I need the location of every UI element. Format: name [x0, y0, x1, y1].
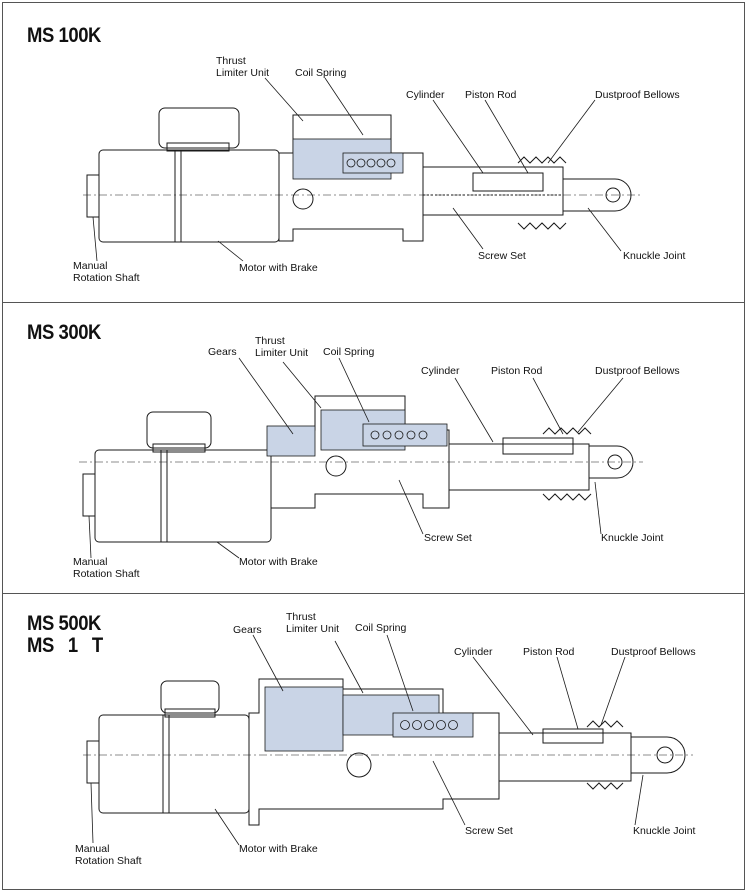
motor-body — [98, 714, 250, 814]
gears-section — [264, 686, 344, 752]
label-piston-rod: Piston Rod — [491, 365, 543, 377]
motor-body — [94, 449, 272, 543]
label-motor-brake: Motor with Brake — [239, 843, 318, 855]
manual-shaft — [86, 740, 100, 784]
housing — [248, 678, 500, 826]
gear-circle — [346, 752, 372, 778]
knuckle-joint — [630, 736, 686, 774]
label-thrust-limiter-line1: Thrust — [286, 611, 316, 623]
label-motor-brake: Motor with Brake — [239, 262, 318, 274]
panel-ms100k: MS 100K — [3, 3, 744, 301]
label-thrust-limiter: Thrust Limiter Unit — [255, 335, 308, 359]
label-thrust-limiter-line2: Limiter Unit — [286, 623, 340, 635]
housing — [278, 114, 424, 242]
label-knuckle-joint: Knuckle Joint — [601, 532, 664, 544]
gear-circle — [292, 188, 314, 210]
label-knuckle-joint: Knuckle Joint — [623, 250, 686, 262]
brake-housing — [160, 680, 220, 714]
label-cylinder: Cylinder — [421, 365, 460, 377]
brake-housing — [158, 107, 240, 149]
panel-ms300k: MS 300K — [3, 304, 744, 592]
manual-shaft — [86, 174, 100, 218]
label-manual-rotation-line2: Rotation Shaft — [73, 568, 140, 580]
motor-body — [98, 149, 280, 243]
piston-rod — [502, 437, 574, 455]
label-thrust-limiter-line2: Limiter Unit — [216, 67, 270, 79]
brake-base — [166, 142, 230, 152]
label-gears: Gears — [233, 624, 262, 636]
coil-spring-section — [362, 423, 448, 447]
bellows-bottom — [517, 222, 567, 230]
model-line-2: MS 1 T — [27, 634, 103, 657]
label-piston-rod: Piston Rod — [523, 646, 575, 658]
label-thrust-limiter: Thrust Limiter Unit — [286, 611, 339, 635]
bellows-top — [586, 720, 624, 728]
label-thrust-limiter-line1: Thrust — [255, 335, 285, 347]
label-cylinder: Cylinder — [406, 89, 445, 101]
label-thrust-limiter: Thrust Limiter Unit — [216, 55, 269, 79]
model-title: MS 500K MS 1 T — [27, 613, 103, 657]
manual-shaft — [82, 473, 96, 517]
label-screw-set: Screw Set — [478, 250, 526, 262]
label-coil-spring: Coil Spring — [355, 622, 407, 634]
label-cylinder: Cylinder — [454, 646, 493, 658]
label-screw-set: Screw Set — [424, 532, 472, 544]
panel-ms500k: MS 500K MS 1 T — [3, 595, 744, 889]
gear-circle — [325, 455, 347, 477]
bellows-top — [517, 156, 567, 164]
label-motor-brake: Motor with Brake — [239, 556, 318, 568]
panel-divider-1 — [2, 302, 745, 303]
label-knuckle-joint: Knuckle Joint — [633, 825, 696, 837]
piston-rod — [472, 172, 544, 192]
piston-rod — [542, 728, 604, 744]
brake-base — [152, 443, 206, 453]
bellows-bottom — [586, 782, 624, 790]
actuator-drawing-ms100k — [83, 77, 643, 262]
label-thrust-limiter-line1: Thrust — [216, 55, 246, 67]
coil-spring-section — [392, 712, 474, 738]
coil-spring-section — [342, 152, 404, 174]
label-manual-rotation: Manual Rotation Shaft — [75, 843, 142, 867]
label-manual-rotation-line2: Rotation Shaft — [75, 855, 142, 867]
label-gears: Gears — [208, 346, 237, 358]
model-line-1: MS 500K — [27, 612, 101, 635]
label-piston-rod: Piston Rod — [465, 89, 517, 101]
label-manual-rotation-line1: Manual — [73, 556, 108, 568]
label-dustproof-bellows: Dustproof Bellows — [611, 646, 696, 658]
label-dustproof-bellows: Dustproof Bellows — [595, 89, 680, 101]
model-line-1: MS 300K — [27, 321, 101, 344]
housing — [270, 395, 450, 509]
brake-base — [164, 708, 216, 718]
brake-housing — [146, 411, 212, 449]
model-title: MS 300K — [27, 322, 101, 344]
label-manual-rotation: Manual Rotation Shaft — [73, 260, 140, 284]
label-dustproof-bellows: Dustproof Bellows — [595, 365, 680, 377]
knuckle-joint — [588, 445, 634, 479]
label-thrust-limiter-line2: Limiter Unit — [255, 347, 309, 359]
actuator-drawing-ms500k — [83, 634, 693, 846]
actuator-drawing-ms300k — [79, 357, 643, 559]
cylinder-body — [448, 443, 590, 491]
label-manual-rotation: Manual Rotation Shaft — [73, 556, 140, 580]
label-manual-rotation-line1: Manual — [75, 843, 110, 855]
label-manual-rotation-line2: Rotation Shaft — [73, 272, 140, 284]
label-coil-spring: Coil Spring — [323, 346, 375, 358]
bellows-top — [542, 427, 592, 435]
model-line-1: MS 100K — [27, 24, 101, 47]
label-coil-spring: Coil Spring — [295, 67, 347, 79]
knuckle-joint — [562, 178, 632, 212]
cylinder-body — [498, 732, 632, 782]
model-title: MS 100K — [27, 25, 101, 47]
panel-divider-2 — [2, 593, 745, 594]
label-screw-set: Screw Set — [465, 825, 513, 837]
bellows-bottom — [542, 493, 592, 501]
label-manual-rotation-line1: Manual — [73, 260, 108, 272]
